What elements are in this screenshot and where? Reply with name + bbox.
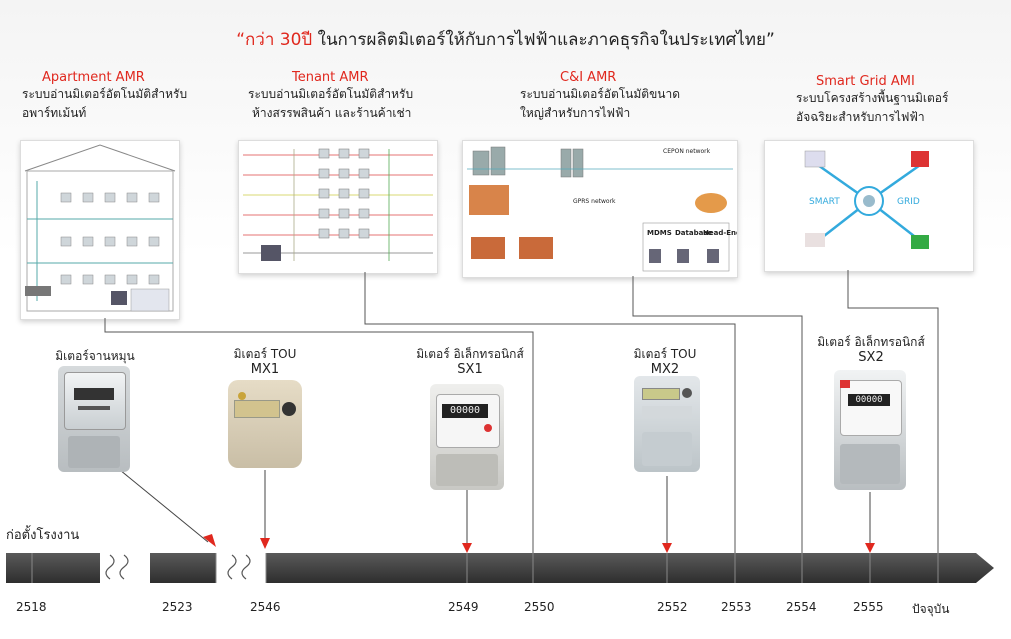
meter-label-line1: มิเตอร์ TOU <box>233 347 297 361</box>
timeline-ticks <box>31 553 939 583</box>
ci-amr-diagram: CEPON network GPRS network MDMS Database… <box>462 140 738 278</box>
system-desc-line1: ระบบอ่านมิเตอร์อัตโนมัติขนาด <box>520 87 681 101</box>
meter-label-line1: มิเตอร์จานหมุน <box>55 349 135 363</box>
smart-label: SMART <box>809 197 840 207</box>
connector-tenant <box>364 272 736 553</box>
headend-label: Head-End <box>703 229 737 237</box>
meter-label-line2: MX1 <box>250 362 280 377</box>
system-apartment-amr: Apartment AMR ระบบอ่านมิเตอร์อัตโนมัติสำ… <box>22 70 212 123</box>
year-label: 2554 <box>786 600 817 614</box>
timeline-bar <box>6 553 994 583</box>
smart-grid-illustration: SMART GRID <box>804 150 929 249</box>
year-label: ปัจจุบัน <box>912 602 950 616</box>
system-name: Smart Grid AMI <box>816 74 915 89</box>
year-label: 2546 <box>250 600 281 614</box>
system-desc-line2: ห้างสรรพสินค้า และร้านค้าเช่า <box>252 106 412 120</box>
system-desc-line1: ระบบอ่านมิเตอร์อัตโนมัติสำหรับ <box>248 87 414 101</box>
apartment-amr-diagram <box>20 140 180 320</box>
meter-label-line2: MX2 <box>650 362 680 377</box>
year-label: 2518 <box>16 600 47 614</box>
meter-label-sx1: มิเตอร์ อิเล็กทรอนิกส์ SX1 <box>395 346 545 378</box>
tenant-amr-diagram <box>238 140 438 274</box>
meter-label-line1: มิเตอร์ อิเล็กทรอนิกส์ <box>817 335 925 349</box>
system-desc-line1: ระบบโครงสร้างพื้นฐานมิเตอร์ <box>796 91 949 105</box>
year-label: 2549 <box>448 600 479 614</box>
meter-label-line1: มิเตอร์ TOU <box>633 347 697 361</box>
meter-image-mx2 <box>634 376 700 472</box>
gprs-network-label: GPRS network <box>573 198 616 205</box>
system-desc-line1: ระบบอ่านมิเตอร์อัตโนมัติสำหรับ <box>22 87 188 101</box>
founding-label: ก่อตั้งโรงงาน <box>6 528 80 543</box>
cepon-network-label: CEPON network <box>663 148 711 155</box>
system-name: Apartment AMR <box>42 70 145 85</box>
meter-label-line2: SX2 <box>858 350 884 365</box>
year-label: 2550 <box>524 600 555 614</box>
connector-apartment <box>104 318 534 553</box>
title-rest: ในการผลิตมิเตอร์ให้กับการไฟฟ้าและภาคธุรก… <box>312 30 775 50</box>
page-title: “กว่า 30ปี ในการผลิตมิเตอร์ให้กับการไฟฟ้… <box>0 26 1011 53</box>
meter-image-mx1 <box>228 380 302 468</box>
database-label: Database <box>675 229 713 237</box>
system-desc-line2: อพาร์ทเม้นท์ <box>22 106 87 120</box>
meter-label-mx2: มิเตอร์ TOU MX2 <box>600 346 730 378</box>
meter-image-sx2: 00000 <box>834 370 906 490</box>
meter-label-line1: มิเตอร์ อิเล็กทรอนิกส์ <box>416 347 524 361</box>
meter-digit-display: 00000 <box>442 404 488 418</box>
grid-label: GRID <box>897 197 920 207</box>
system-smart-grid-ami: Smart Grid AMI ระบบโครงสร้างพื้นฐานมิเตอ… <box>796 74 996 127</box>
apartment-building-illustration <box>24 144 176 312</box>
year-label: 2553 <box>721 600 752 614</box>
meter-label-line2: SX1 <box>457 362 483 377</box>
timeline-break-marks <box>105 554 251 580</box>
arrowheads <box>203 534 875 553</box>
system-ci-amr: C&I AMR ระบบอ่านมิเตอร์อัตโนมัติขนาด ใหญ… <box>520 70 720 123</box>
system-name: Tenant AMR <box>292 70 369 85</box>
meter-digit-display: 00000 <box>848 394 890 406</box>
title-quote: “ <box>236 30 246 50</box>
mdms-label: MDMS <box>647 229 672 237</box>
year-label: 2523 <box>162 600 193 614</box>
smart-grid-diagram: SMART GRID <box>764 140 974 272</box>
meter-image-rotating-disc <box>58 366 130 472</box>
year-label: 2555 <box>853 600 884 614</box>
meter-label-mx1: มิเตอร์ TOU MX1 <box>200 346 330 378</box>
year-label: 2552 <box>657 600 688 614</box>
meter-label-rotating-disc: มิเตอร์จานหมุน <box>30 348 160 364</box>
ci-network-illustration: CEPON network GPRS network MDMS Database… <box>467 146 737 272</box>
connector-smart-grid <box>847 270 939 553</box>
system-desc-line2: ใหญ่สำหรับการไฟฟ้า <box>520 106 631 120</box>
system-desc-line2: อัจฉริยะสำหรับการไฟฟ้า <box>796 110 925 124</box>
meter-image-sx1: 00000 <box>430 384 504 490</box>
system-tenant-amr: Tenant AMR ระบบอ่านมิเตอร์อัตโนมัติสำหรั… <box>248 70 448 123</box>
connector-ci <box>632 276 803 553</box>
title-highlight: กว่า 30ปี <box>245 30 313 50</box>
tenant-wiring-illustration <box>243 148 433 261</box>
system-name: C&I AMR <box>560 70 617 85</box>
meter-arrows <box>119 469 871 545</box>
meter-label-sx2: มิเตอร์ อิเล็กทรอนิกส์ SX2 <box>796 334 946 366</box>
